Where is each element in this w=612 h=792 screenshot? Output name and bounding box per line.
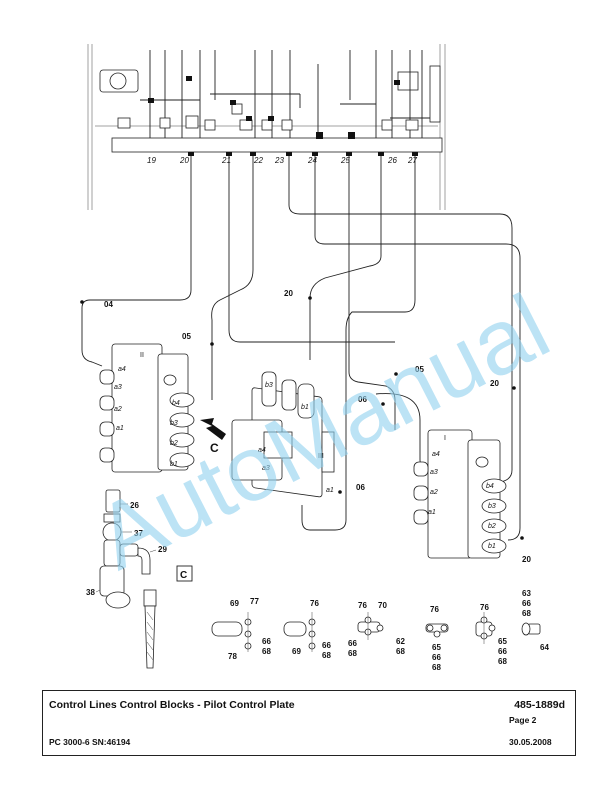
block-III-roman: III <box>318 453 324 460</box>
page-number: Page 2 <box>509 715 537 725</box>
clamp-details: 69 77 66 68 78 76 69 66 68 76 70 66 68 6… <box>211 589 549 672</box>
detail-4-part-76: 76 <box>430 605 439 614</box>
detail-3-part-68: 68 <box>348 649 357 658</box>
detail-2-part-69: 69 <box>292 647 301 656</box>
block-II-b2: b2 <box>170 440 178 447</box>
part-29: 29 <box>158 545 167 554</box>
detail-5-part-76: 76 <box>480 603 489 612</box>
block-II-roman: II <box>140 352 144 359</box>
part-37: 37 <box>134 529 143 538</box>
control-block-III: b3 b1 a4 a3 a1 III <box>231 371 335 498</box>
block-II-a4: a4 <box>118 366 126 373</box>
block-II-b4: b4 <box>172 400 180 407</box>
detail-6-part-64: 64 <box>540 643 549 652</box>
line-label-20-right: 20 <box>490 379 499 388</box>
port-label-26: 26 <box>387 156 397 165</box>
block-II-b3: b3 <box>170 420 178 427</box>
detail-4-part-68: 68 <box>432 663 441 672</box>
port-label-20: 20 <box>179 156 189 165</box>
line-label-06-upper: 06 <box>358 395 367 404</box>
block-III-b3: b3 <box>265 382 273 389</box>
port-label-24: 24 <box>307 156 317 165</box>
detail-1-part-66: 66 <box>262 637 271 646</box>
line-label-05-right: 05 <box>415 365 424 374</box>
document-number: 485-1889d <box>514 699 565 711</box>
control-lines <box>81 156 521 541</box>
manifold-port-labels: 19 20 21 22 23 24 25 26 27 <box>147 156 417 165</box>
line-label-04: 04 <box>104 300 113 309</box>
detail-1-part-78: 78 <box>228 652 237 661</box>
block-II-a1: a1 <box>116 425 124 432</box>
detail-4-part-66: 66 <box>432 653 441 662</box>
drawing-title: Control Lines Control Blocks - Pilot Con… <box>49 699 295 711</box>
block-II-a2: a2 <box>114 406 122 413</box>
detail-2-part-68: 68 <box>322 651 331 660</box>
block-III-b1: b1 <box>301 404 309 411</box>
block-I-a3: a3 <box>430 469 438 476</box>
block-I-roman: I <box>444 435 446 442</box>
block-I-b3: b3 <box>488 503 496 510</box>
port-label-25: 25 <box>340 156 350 165</box>
detail-6-part-63: 63 <box>522 589 531 598</box>
port-label-27: 27 <box>407 156 417 165</box>
part-38: 38 <box>86 588 95 597</box>
block-I-b1: b1 <box>488 543 496 550</box>
detail-3-part-62: 62 <box>396 637 405 646</box>
port-label-22: 22 <box>253 156 263 165</box>
part-26: 26 <box>130 501 139 510</box>
line-label-06-lower: 06 <box>356 483 365 492</box>
control-block-I: I a4 a3 a2 a1 b4 b3 b2 b1 <box>413 429 507 559</box>
detail-2-part-76: 76 <box>310 599 319 608</box>
block-I-a4: a4 <box>432 451 440 458</box>
block-I-b4: b4 <box>486 483 494 490</box>
port-label-23: 23 <box>274 156 284 165</box>
fitting-detail-c: 26 37 29 38 C <box>86 489 193 669</box>
detail-1-part-68: 68 <box>262 647 271 656</box>
line-label-05-left: 05 <box>182 332 191 341</box>
document-date: 30.05.2008 <box>509 737 552 747</box>
detail-6-part-66: 66 <box>522 599 531 608</box>
detail-3-part-70: 70 <box>378 601 387 610</box>
line-labels: 04 05 05 06 06 20 20 20 <box>80 289 531 564</box>
machine-model: PC 3000-6 SN:46194 <box>49 737 131 747</box>
detail-1-part-69: 69 <box>230 599 239 608</box>
detail-1-part-77: 77 <box>250 597 259 606</box>
line-label-20-lower: 20 <box>522 555 531 564</box>
block-II-b1: b1 <box>170 461 178 468</box>
title-block: Control Lines Control Blocks - Pilot Con… <box>42 690 576 756</box>
block-III-a1: a1 <box>326 487 334 494</box>
block-III-a4: a4 <box>258 447 266 454</box>
detail-2-part-66: 66 <box>322 641 331 650</box>
detail-box-label: C <box>180 570 187 581</box>
view-arrow-c-label: C <box>210 441 219 455</box>
block-I-a2: a2 <box>430 489 438 496</box>
detail-5-part-65: 65 <box>498 637 507 646</box>
block-I-b2: b2 <box>488 523 496 530</box>
block-II-a3: a3 <box>114 384 122 391</box>
detail-5-part-68: 68 <box>498 657 507 666</box>
detail-3-part-68b: 68 <box>396 647 405 656</box>
detail-4-part-65: 65 <box>432 643 441 652</box>
block-III-a3: a3 <box>262 465 270 472</box>
detail-5-part-66: 66 <box>498 647 507 656</box>
detail-3-part-66: 66 <box>348 639 357 648</box>
control-block-II: II a4 a3 a2 a1 b4 b3 b2 b1 <box>99 343 195 473</box>
detail-3-part-76: 76 <box>358 601 367 610</box>
view-arrow-c: C <box>200 418 226 455</box>
pilot-control-plate-assembly <box>87 44 446 210</box>
port-label-21: 21 <box>221 156 231 165</box>
port-label-19: 19 <box>147 156 156 165</box>
detail-6-part-68: 68 <box>522 609 531 618</box>
block-I-a1: a1 <box>428 509 436 516</box>
line-label-20-upper: 20 <box>284 289 293 298</box>
